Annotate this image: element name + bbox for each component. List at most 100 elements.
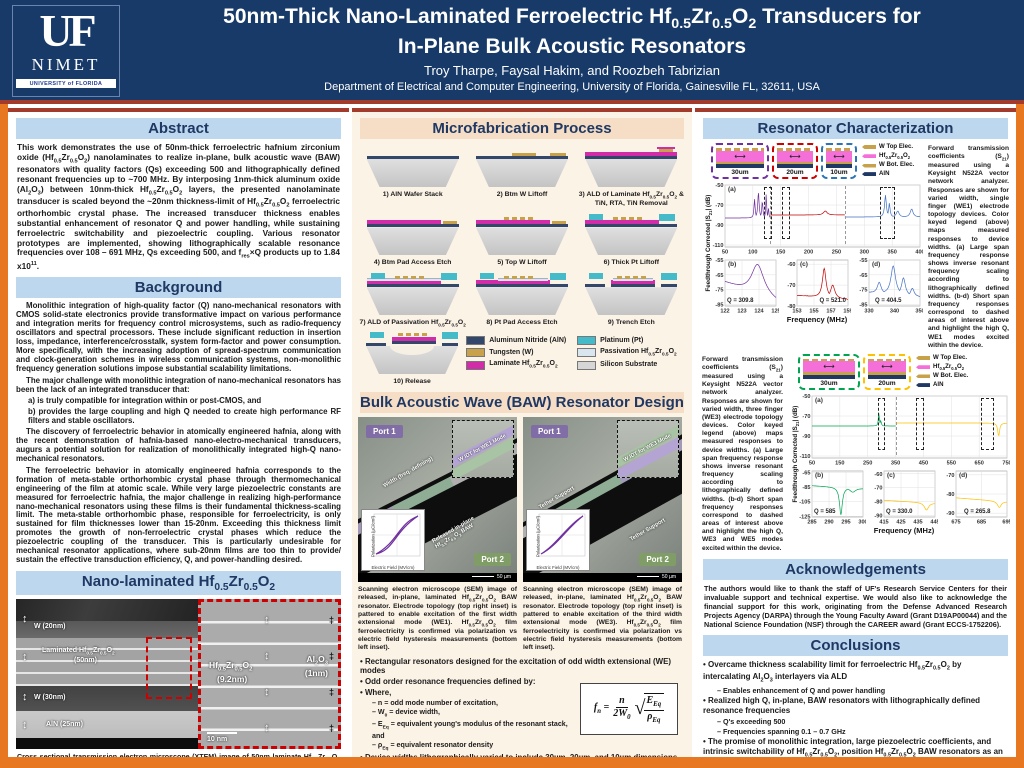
left-orange-border bbox=[0, 104, 8, 768]
bullet-device-widths: Device widths lithographically varied to… bbox=[360, 753, 684, 757]
svg-text:125: 125 bbox=[771, 308, 779, 314]
label-w-30nm: W (30nm) bbox=[34, 694, 66, 702]
we1-10um-chart: 330340350-55-65-75-85 bbox=[859, 258, 923, 315]
microfab-step-1: 1) AlN Wafer Stack bbox=[358, 143, 467, 207]
we1-wide-span-chart: 50100150200250300350400-50-70-90-110 bbox=[713, 183, 923, 256]
bullet-where: Where, bbox=[360, 688, 684, 698]
conclusions-list: Overcame thickness scalability limit for… bbox=[703, 660, 1008, 757]
microfab-step-6: 6) Thick Pt Liftoff bbox=[577, 211, 686, 267]
svg-text:150: 150 bbox=[776, 249, 785, 255]
conclusion-2-sub2: – Frequencies spanning 0.1 – 0.7 GHz bbox=[717, 726, 846, 736]
plot-we1-d: 330340350-55-65-75-85(d)Q = 404.5 bbox=[855, 257, 923, 315]
conclusion-2-sub1: – Q's exceeding 500 bbox=[717, 716, 786, 726]
microfab-step-10: 10) Release bbox=[358, 330, 466, 386]
background-paragraph-1: Monolithic integration of high-quality f… bbox=[16, 301, 341, 373]
characterization-block-we3: Forward transmission coefficients (S21) … bbox=[701, 353, 1010, 553]
scale-label: 10 nm bbox=[207, 736, 228, 744]
label-al2o3-thickness: (1nm) bbox=[304, 668, 328, 679]
section-title-characterization: Resonator Characterization bbox=[703, 118, 1008, 139]
hysteresis-inset-we1: Polarization (µC/cm²) Electric Field (MV… bbox=[361, 508, 425, 571]
sem-caption-we3: Scanning electron microscope (SEM) image… bbox=[523, 585, 683, 652]
interest-region bbox=[782, 186, 790, 239]
where-n: – n = odd mode number of excitation, bbox=[372, 699, 498, 708]
sem-image-we1: Port 1 Port 2 W IDT for WE1 Mode Width (… bbox=[358, 416, 517, 582]
schematic-30um: ⟷ 30um bbox=[711, 143, 769, 179]
pt-swatch bbox=[577, 335, 597, 345]
label-aln-25nm: AlN (25nm) bbox=[46, 721, 83, 729]
label-al2o3-layer: Al2O3 bbox=[306, 654, 328, 667]
section-title-baw-design: Bulk Acoustic Wave (BAW) Resonator Desig… bbox=[360, 391, 684, 413]
svg-text:-85: -85 bbox=[715, 302, 723, 308]
svg-text:50: 50 bbox=[809, 460, 815, 466]
legend-item-laminate: Laminate Hf0.5Zr0.5O2 bbox=[466, 360, 571, 370]
sem-images-row: Port 1 Port 2 W IDT for WE1 Mode Width (… bbox=[358, 416, 686, 582]
conclusion-1-sub: – Enables enhancement of Q and power han… bbox=[717, 685, 886, 695]
svg-text:124: 124 bbox=[754, 308, 764, 314]
section-title-acknowledgements: Acknowledgements bbox=[703, 558, 1008, 580]
conclusion-1: Overcame thickness scalability limit for… bbox=[703, 660, 1008, 685]
svg-text:695: 695 bbox=[1002, 519, 1010, 525]
sem-scale-bar: 50 µm bbox=[358, 572, 517, 582]
legend-item-silicon: Silicon Substrate bbox=[577, 360, 682, 370]
background-paragraph-2: The major challenge with monolithic inte… bbox=[16, 375, 341, 394]
svg-text:-60: -60 bbox=[787, 262, 795, 268]
interest-region bbox=[981, 397, 994, 450]
hzo-swatch bbox=[916, 365, 930, 370]
poster-header: UF NIMET UNIVERSITY of FLORIDA 50nm-Thic… bbox=[0, 0, 1024, 104]
middle-column: Microfabrication Process 1) AlN Wafer St… bbox=[352, 108, 692, 757]
svg-text:-105: -105 bbox=[799, 499, 810, 505]
w-swatch bbox=[466, 348, 486, 358]
scale-bar bbox=[207, 732, 237, 735]
affiliation: Department of Electrical and Computer En… bbox=[324, 81, 820, 94]
university-of-florida-text: UNIVERSITY of FLORIDA bbox=[16, 79, 116, 88]
svg-text:-75: -75 bbox=[715, 287, 723, 293]
hzo-swatch bbox=[862, 154, 876, 159]
w-top-elec-swatch bbox=[862, 145, 876, 150]
right-column: Resonator Characterization Feedthrough C… bbox=[695, 108, 1016, 757]
svg-text:425: 425 bbox=[896, 519, 905, 525]
thickness-arrow-icon: ↕ bbox=[22, 691, 28, 704]
xtem-laminate-band bbox=[16, 638, 198, 687]
idt-inset-we1: W IDT for WE1 Mode bbox=[452, 419, 514, 478]
legend-item-pt: Platinum (Pt) bbox=[577, 335, 682, 345]
svg-text:-70: -70 bbox=[874, 485, 882, 491]
plot-we3-c: 415425435445-60-70-80-90(c)Q = 330.0 bbox=[870, 468, 938, 526]
svg-text:400: 400 bbox=[915, 249, 923, 255]
xtem-inset-image: Hf0.5Zr0.5O2 (9.2nm) Al2O3 (1nm) ↕↕↕↕ ‡‡… bbox=[198, 599, 341, 750]
background-item-a: a) is truly compatible for integration w… bbox=[28, 396, 262, 406]
hysteresis-inset-we3: Polarization (µC/cm²) Electric Field (MV… bbox=[526, 508, 590, 571]
we3-20um-chart: 415425435445-60-70-80-90 bbox=[874, 470, 938, 525]
label-w-20nm: W (20nm) bbox=[34, 623, 66, 631]
sem-image-we3: Port 1 Port 2 W IDT for WE3 Mode Tether … bbox=[523, 416, 682, 582]
svg-text:750: 750 bbox=[1002, 460, 1010, 466]
w-top-elec-swatch bbox=[916, 356, 930, 361]
label-laminated-hzo: Laminated Hf0.5Zr0.5O2 bbox=[42, 647, 115, 657]
svg-text:-80: -80 bbox=[787, 304, 795, 310]
svg-text:330: 330 bbox=[864, 308, 873, 314]
svg-text:250: 250 bbox=[863, 460, 872, 466]
svg-text:-110: -110 bbox=[713, 243, 724, 249]
nimet-logo-text: NIMET bbox=[31, 55, 101, 74]
schematic-20um: ⟷ 20um bbox=[863, 353, 911, 390]
stack-legend: W Top Elec. Hf0.5Zr0.5O2 W Bot. Elec. Al… bbox=[916, 354, 968, 391]
svg-text:153: 153 bbox=[792, 308, 801, 314]
svg-text:300: 300 bbox=[860, 249, 869, 255]
svg-text:450: 450 bbox=[919, 460, 928, 466]
thickness-arrow-icon: ↕ bbox=[22, 719, 28, 732]
we1-20um-chart: 153155157159-60-70-80 bbox=[787, 259, 851, 314]
silicon-swatch bbox=[577, 360, 597, 370]
svg-text:-60: -60 bbox=[874, 471, 882, 477]
svg-text:-55: -55 bbox=[715, 258, 723, 264]
laminate-swatch bbox=[466, 360, 486, 370]
device-schematics-we3: ⟷ 30um ⟷ 20um W Top Elec. Hf0.5Zr0.5O2 W… bbox=[798, 353, 1010, 391]
schematic-30um: ⟷ 30um bbox=[798, 353, 860, 390]
svg-text:685: 685 bbox=[977, 519, 986, 525]
svg-text:-90: -90 bbox=[715, 223, 723, 229]
svg-text:122: 122 bbox=[720, 308, 729, 314]
svg-text:675: 675 bbox=[951, 519, 960, 525]
port2-badge: Port 2 bbox=[474, 552, 511, 566]
authors: Troy Tharpe, Faysal Hakim, and Roozbeh T… bbox=[423, 63, 720, 79]
svg-text:-85: -85 bbox=[859, 302, 867, 308]
svg-text:100: 100 bbox=[748, 249, 757, 255]
